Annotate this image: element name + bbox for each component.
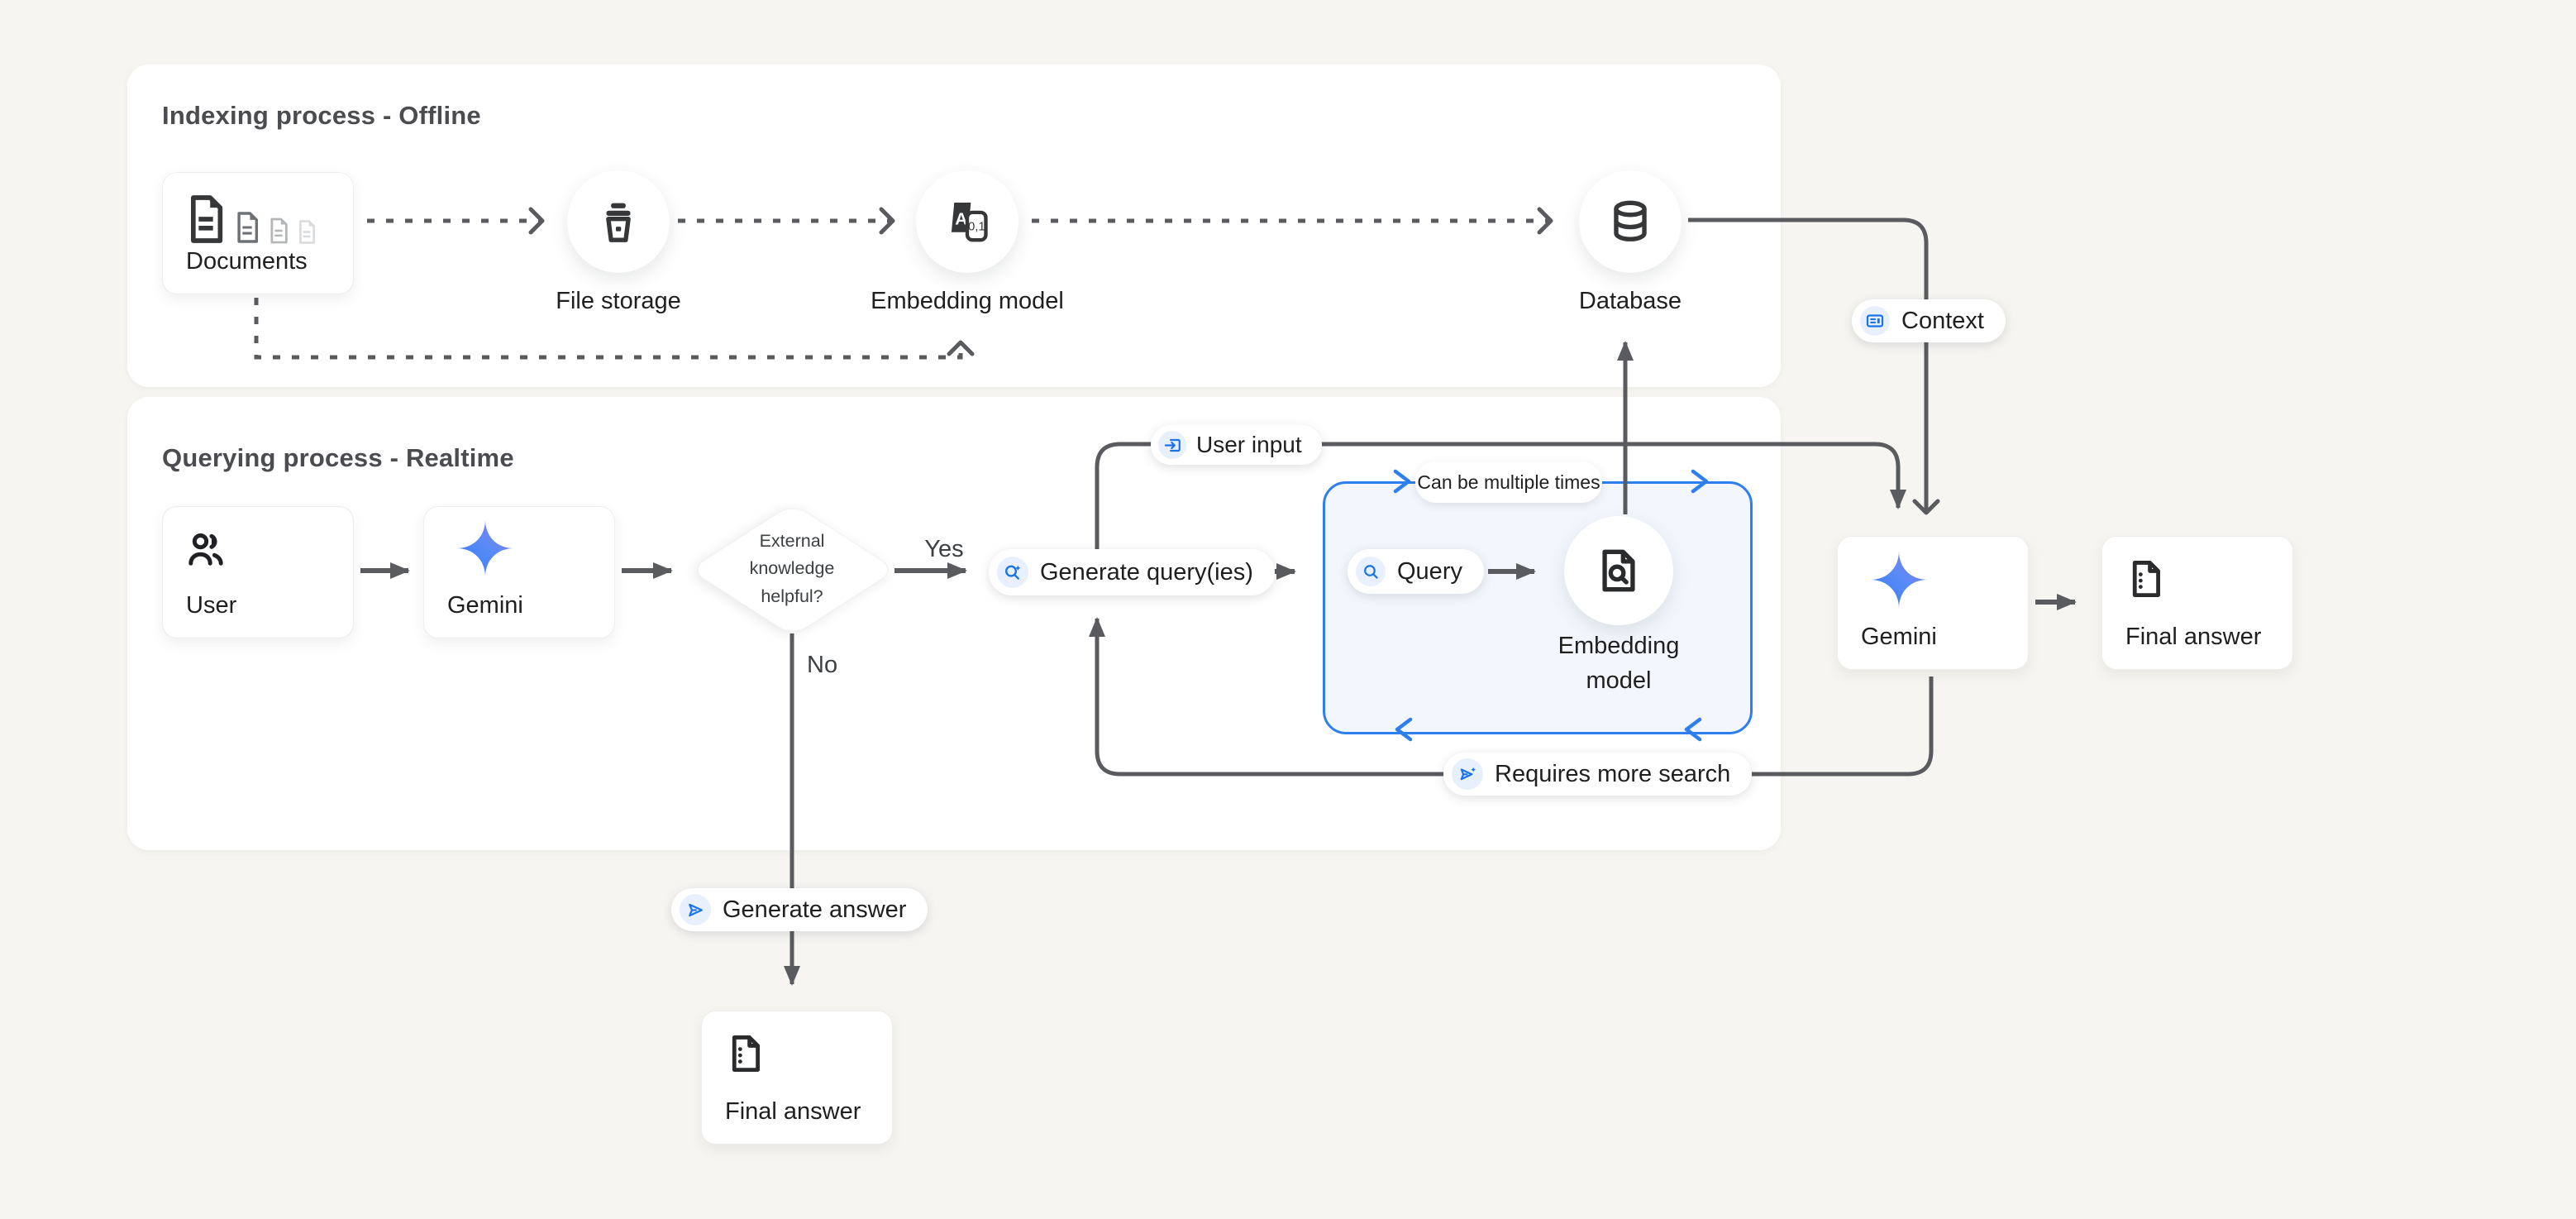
user-node[interactable]: User [162, 506, 354, 638]
generate-queries-label: Generate query(ies) [1040, 559, 1253, 586]
embedding-model-icon: A0,1 [943, 198, 991, 246]
context-badge: Context [1852, 299, 2006, 342]
send-icon [680, 894, 711, 925]
gemini-label: Gemini [447, 592, 523, 619]
decision-diamond-text: External knowledge helpful? [726, 513, 858, 625]
database-node[interactable] [1579, 170, 1682, 273]
user-input-badge: User input [1151, 425, 1322, 465]
gemini-star-icon [454, 517, 517, 580]
generate-queries-icon [997, 557, 1028, 588]
user-icon [184, 528, 227, 571]
embedding-model-offline-node[interactable]: A0,1 [916, 170, 1018, 273]
embedding-model-offline-label: Embedding model [868, 288, 1066, 315]
final-answer-bottom-label: Final answer [725, 1098, 861, 1126]
gemini-star-icon [1868, 548, 1930, 611]
decision-no-label: No [807, 652, 837, 679]
user-input-label: User input [1196, 432, 1302, 458]
requires-more-search-badge: Requires more search [1443, 753, 1752, 796]
final-answer-doc-icon [2125, 558, 2167, 600]
indexing-panel-title: Indexing process - Offline [162, 101, 481, 131]
gemini-node[interactable]: Gemini [423, 506, 615, 638]
generate-answer-label: Generate answer [723, 896, 906, 924]
context-label: Context [1901, 308, 1984, 335]
document-search-icon [1595, 547, 1643, 595]
query-label: Query [1397, 558, 1462, 586]
bucket-icon [595, 198, 642, 245]
gemini-final-label: Gemini [1861, 624, 1937, 651]
file-storage-node[interactable] [567, 170, 670, 273]
final-answer-right-node[interactable]: Final answer [2101, 536, 2293, 670]
decision-yes-label: Yes [911, 536, 977, 563]
querying-panel-title: Querying process - Realtime [162, 443, 514, 473]
documents-label: Documents [186, 248, 308, 275]
final-answer-doc-icon [725, 1033, 766, 1074]
loop-box-title: Can be multiple times [1415, 461, 1602, 503]
documents-icon [184, 193, 317, 246]
final-answer-bottom-node[interactable]: Final answer [701, 1011, 893, 1145]
database-label: Database [1548, 288, 1713, 315]
generate-queries-node[interactable]: Generate query(ies) [989, 549, 1275, 595]
context-icon [1860, 306, 1890, 336]
user-label: User [186, 592, 236, 619]
file-storage-label: File storage [536, 288, 701, 315]
final-answer-right-label: Final answer [2125, 624, 2261, 651]
generate-answer-badge: Generate answer [671, 888, 928, 931]
embedding-model-query-label: Embedding model [1536, 629, 1701, 698]
send-sparkle-icon [1452, 758, 1483, 790]
requires-more-search-label: Requires more search [1495, 761, 1730, 788]
database-icon [1607, 198, 1653, 245]
user-input-icon [1158, 431, 1186, 459]
gemini-final-node[interactable]: Gemini [1837, 536, 2029, 670]
query-search-icon [1356, 557, 1386, 586]
embedding-model-query-node[interactable] [1564, 516, 1673, 625]
svg-text:0,1: 0,1 [968, 220, 985, 234]
documents-node[interactable]: Documents [162, 172, 354, 294]
query-node[interactable]: Query [1348, 549, 1484, 594]
